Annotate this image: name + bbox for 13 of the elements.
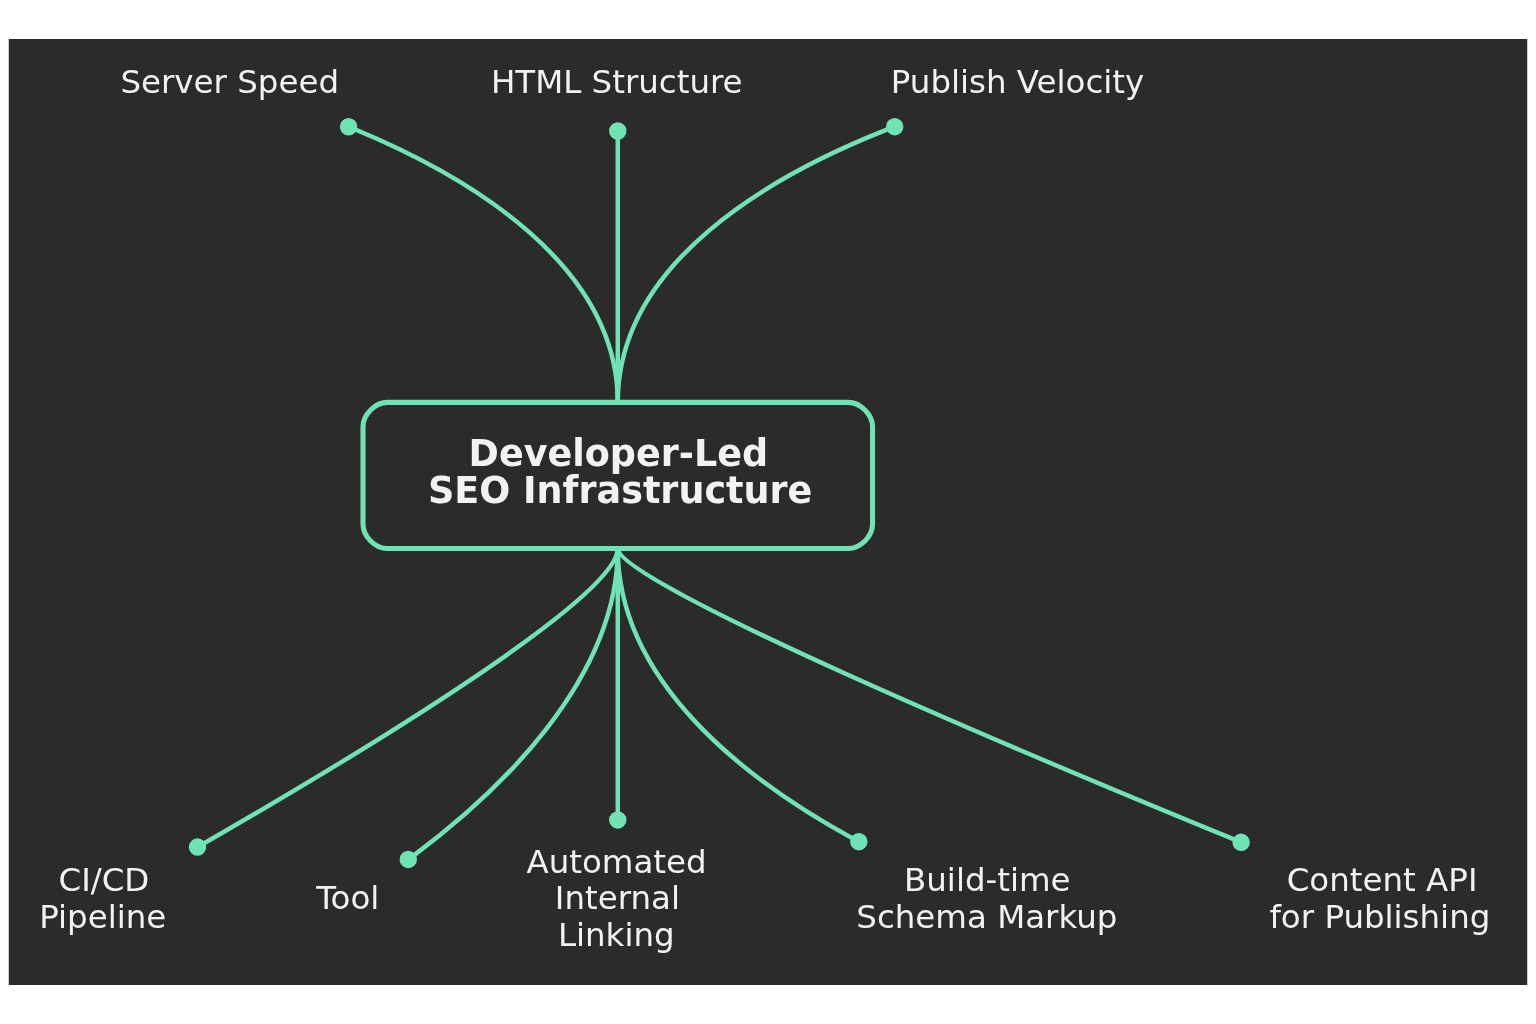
connector (615, 117, 904, 403)
node-text: Server Speed (120, 63, 339, 102)
node-text: CI/CD Pipeline (39, 861, 167, 936)
connector (399, 548, 620, 869)
node-text: Automated Internal Linking (526, 842, 707, 955)
node-text: Tool (316, 879, 380, 918)
node-box: Developer-Led SEO Infrastructure (360, 399, 876, 552)
connector (615, 547, 1250, 852)
node-text: HTML Structure (490, 63, 743, 102)
node-text: Content API for Publishing (1269, 861, 1491, 936)
node-text: Build-time Schema Markup (856, 861, 1118, 936)
node-text: Publish Velocity (890, 63, 1145, 102)
connector (339, 118, 620, 403)
